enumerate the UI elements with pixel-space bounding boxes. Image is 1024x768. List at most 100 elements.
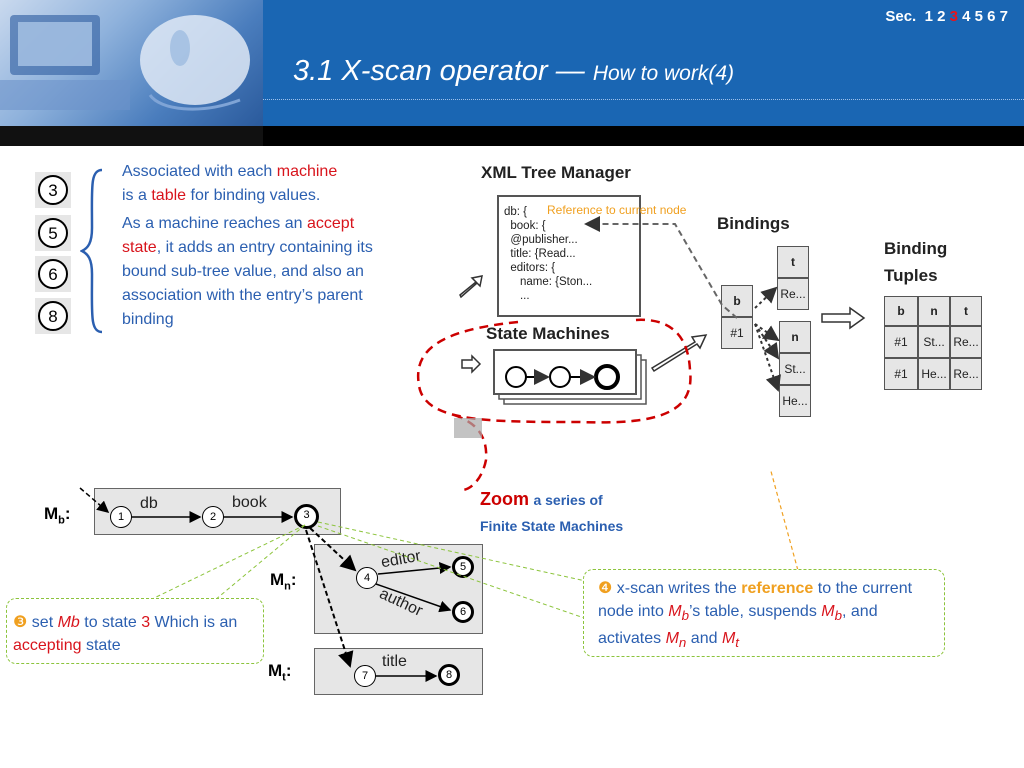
zoom-rest: a series of	[533, 492, 603, 508]
section-6[interactable]: 6	[987, 8, 996, 25]
machine-word: machine	[276, 163, 338, 180]
section-nav: Sec. 1 2 3 4 5 6 7	[885, 8, 1008, 25]
table-word: table	[151, 187, 187, 204]
mb-label: Mb:	[44, 504, 71, 526]
paragraph-2: As a machine reaches an accept state, it…	[122, 212, 397, 332]
xml-code: db: { book: { @publisher... title: {Read…	[504, 205, 592, 303]
state-5-circle: 5	[38, 218, 68, 248]
bullet-3: ❸	[13, 614, 28, 631]
text: , it adds an entry containing its bound …	[122, 239, 373, 328]
t-table-cell: Re...	[777, 278, 809, 310]
state-3-text: 3	[141, 614, 151, 631]
brace-icon	[80, 168, 103, 334]
text: , and activates	[598, 603, 878, 648]
text: and	[686, 630, 722, 648]
xml-tree-box	[497, 195, 641, 317]
text: M	[268, 661, 283, 680]
text: x-scan writes the	[612, 580, 742, 597]
architecture-diagram	[417, 216, 866, 492]
text: is a	[122, 187, 152, 204]
state-2-node: 2	[202, 506, 224, 528]
state-3-circle: 3	[38, 175, 68, 205]
page-title: 3.1 X-scan operator — How to work(4)	[293, 55, 734, 88]
callout-step-3: ❸ set Mb to state 3 Which is an acceptin…	[6, 598, 264, 664]
header-photo	[0, 0, 263, 126]
section-5[interactable]: 5	[974, 8, 983, 25]
b-table-header: b	[721, 285, 753, 317]
code-line: title: {Read...	[504, 248, 576, 260]
state-6-node: 6	[452, 601, 474, 623]
t-table-header: t	[777, 246, 809, 278]
m-italic: M	[721, 630, 736, 648]
computer-mouse-image	[0, 15, 250, 111]
header-black-bar	[263, 126, 1024, 146]
text: b	[58, 514, 65, 527]
m-italic: M	[668, 603, 682, 620]
text: Which is an	[150, 614, 238, 631]
edge-book: book	[232, 494, 267, 511]
tuples-cell: St...	[918, 326, 950, 358]
b-sub: b	[681, 608, 690, 624]
text: t	[282, 671, 286, 684]
t-sub: t	[735, 635, 739, 651]
text: M	[44, 504, 59, 523]
tuples-header: t	[950, 296, 982, 326]
section-3-current[interactable]: 3	[949, 8, 958, 25]
tuples-cell: #1	[884, 358, 918, 390]
mn-label: Mn:	[270, 570, 297, 592]
text: state	[81, 637, 121, 654]
m-italic: M	[821, 603, 835, 620]
text: Associated with each	[122, 163, 277, 180]
state-machines-title: State Machines	[486, 324, 610, 343]
paragraph-1: Associated with each machine is a table …	[122, 160, 397, 208]
bindings-title: Bindings	[717, 214, 790, 233]
accept-state-word: accept state	[122, 215, 355, 256]
text: :	[285, 661, 292, 680]
header-photo-bar	[0, 126, 263, 146]
text: :	[290, 570, 297, 589]
state-4-node: 4	[356, 567, 378, 589]
text: M	[270, 570, 285, 589]
code-line: name: {Ston...	[504, 276, 593, 288]
text: Tuples	[884, 266, 938, 285]
section-7[interactable]: 7	[999, 8, 1008, 25]
n-table-cell: St...	[779, 353, 811, 385]
text: n	[284, 580, 291, 593]
tuples-cell: He...	[918, 358, 950, 390]
accepting-text: accepting	[13, 637, 82, 654]
edge-title: title	[382, 653, 407, 670]
tuples-header: b	[884, 296, 918, 326]
title-main: 3.1 X-scan operator —	[293, 55, 585, 87]
code-line: book: {	[504, 220, 546, 232]
section-2[interactable]: 2	[937, 8, 946, 25]
n-sub: n	[678, 635, 687, 651]
state-8-node: 8	[438, 664, 460, 686]
code-line: db: {	[504, 206, 528, 218]
text: to state	[79, 614, 142, 631]
state-3-node: 3	[294, 504, 319, 529]
text: to the current node into	[598, 580, 913, 620]
code-line: ...	[504, 290, 530, 302]
state-5-node: 5	[452, 556, 474, 578]
state-7-node: 7	[354, 665, 376, 687]
mt-label: Mt:	[268, 661, 292, 683]
state-1-node: 1	[110, 506, 132, 528]
text: Binding	[884, 239, 948, 258]
text: ’s table, suspends	[689, 603, 822, 620]
reference-label: Reference to current node	[547, 203, 687, 217]
n-table-cell: He...	[779, 385, 811, 417]
mb-italic: Mb	[57, 614, 80, 631]
section-4[interactable]: 4	[962, 8, 971, 25]
text: As a machine reaches an	[122, 215, 307, 232]
reference-word: reference	[741, 580, 814, 597]
zoom-word: Zoom	[480, 489, 529, 509]
edge-db: db	[140, 495, 158, 512]
zoom-caption: Zoom a series of	[480, 489, 603, 510]
code-line: editors: {	[504, 262, 556, 274]
tuples-cell: Re...	[950, 358, 982, 390]
section-1[interactable]: 1	[924, 8, 933, 25]
tuples-header: n	[918, 296, 950, 326]
b-sub: b	[834, 608, 843, 624]
bullet-4: ❹	[598, 580, 613, 597]
text: for binding values.	[186, 187, 321, 204]
